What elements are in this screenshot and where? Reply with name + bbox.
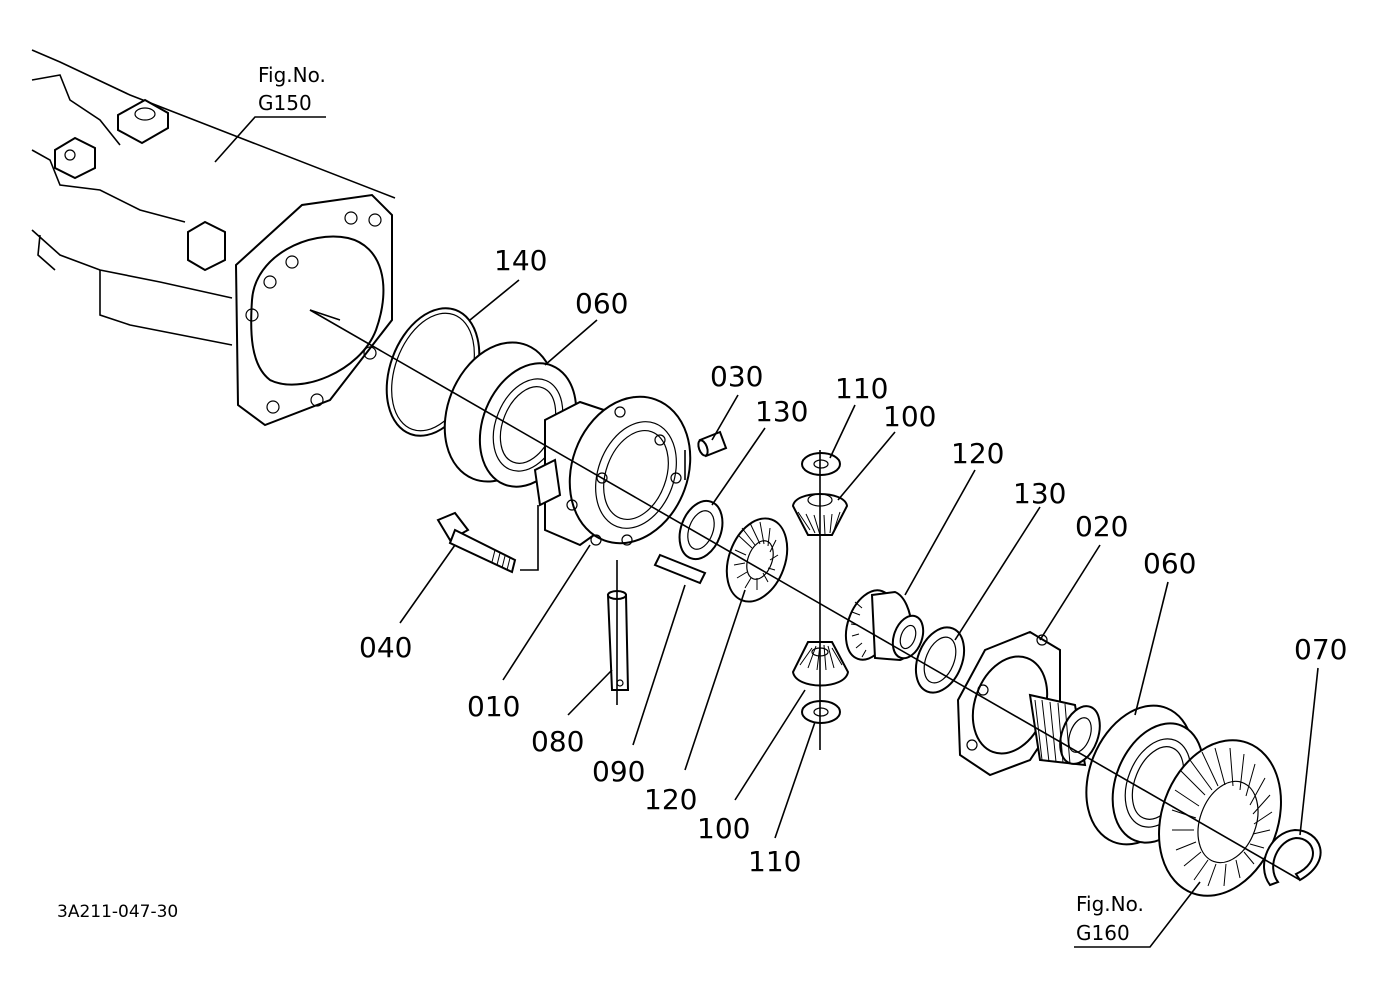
label-080: 080 <box>531 725 584 758</box>
label-030: 030 <box>710 360 763 393</box>
label-140: 140 <box>494 244 547 277</box>
fig-g160-line1: Fig.No. <box>1076 892 1144 916</box>
fig-g160-line2: G160 <box>1076 921 1130 945</box>
part-080-shaft <box>606 590 630 691</box>
ring-gear <box>1158 739 1282 897</box>
leader-lines <box>399 279 1319 839</box>
label-020: 020 <box>1075 510 1128 543</box>
label-110-top: 110 <box>835 372 888 405</box>
axle-housing <box>31 49 396 427</box>
label-100-top: 100 <box>883 400 936 433</box>
part-090-pin <box>653 553 707 585</box>
axis-lines <box>309 309 1301 881</box>
label-130-top: 130 <box>755 395 808 428</box>
label-120-bottom: 120 <box>644 783 697 816</box>
drawing-code: 3A211-047-30 <box>57 902 178 922</box>
part-070-snap-ring <box>1263 828 1322 887</box>
label-110-bottom: 110 <box>748 845 801 878</box>
label-070: 070 <box>1294 633 1347 666</box>
fig-g160-callout: Fig.No. G160 <box>1074 881 1201 948</box>
part-040-bolt <box>436 511 517 574</box>
label-100-bottom: 100 <box>697 812 750 845</box>
label-090: 090 <box>592 755 645 788</box>
fig-g150-callout: Fig.No. G150 <box>214 63 326 163</box>
part-110-washer-bottom <box>801 700 841 724</box>
part-020-case-cover <box>956 630 1101 777</box>
label-130-right: 130 <box>1013 477 1066 510</box>
label-060-right: 060 <box>1143 547 1196 580</box>
label-010: 010 <box>467 690 520 723</box>
part-030-pin <box>697 430 728 458</box>
fig-g150-line2: G150 <box>258 91 312 115</box>
part-120-side-gear-left <box>725 517 789 603</box>
part-120-side-gear-right <box>844 589 925 662</box>
part-130-thrust-washer-left <box>678 499 724 561</box>
label-060-top: 060 <box>575 287 628 320</box>
part-110-washer-top <box>801 452 841 476</box>
label-120-right: 120 <box>951 437 1004 470</box>
label-040: 040 <box>359 631 412 664</box>
part-010-differential-case <box>533 395 692 547</box>
part-130-thrust-washer-right <box>914 626 966 694</box>
fig-g150-line1: Fig.No. <box>258 63 326 87</box>
